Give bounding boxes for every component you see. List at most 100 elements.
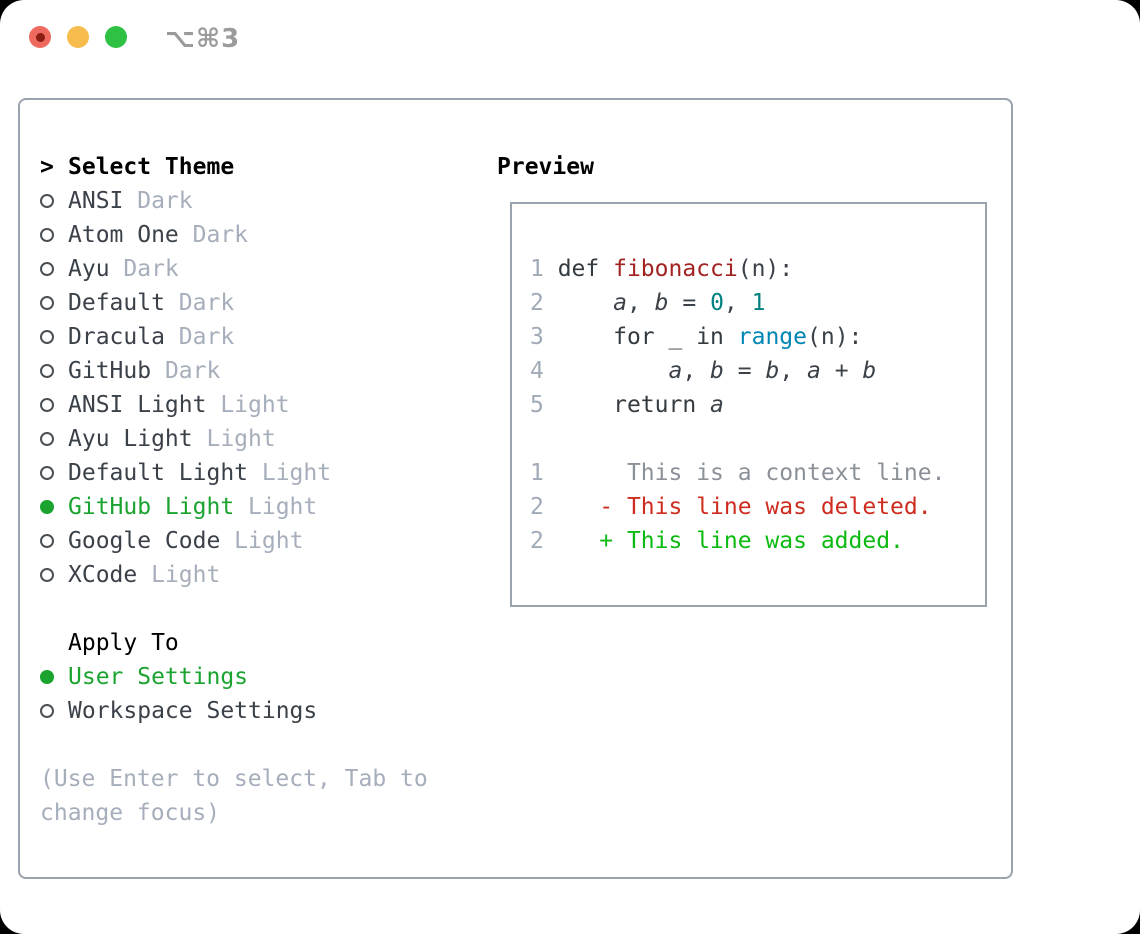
- radio-unselected-icon: [40, 432, 54, 446]
- theme-option-github[interactable]: GitHub Dark: [40, 354, 428, 388]
- line-number: 2: [530, 494, 544, 520]
- theme-option-default-light[interactable]: Default Light Light: [40, 456, 428, 490]
- theme-option-atom-one[interactable]: Atom One Dark: [40, 218, 428, 252]
- select-theme-header: > Select Theme: [40, 150, 428, 184]
- diff-gap: [544, 528, 599, 554]
- theme-option-ayu-light[interactable]: Ayu Light Light: [40, 422, 428, 456]
- radio-cell: [40, 500, 68, 514]
- apply-option-user-settings[interactable]: User Settings: [40, 660, 428, 694]
- code-token: [724, 324, 738, 350]
- theme-option-github-light[interactable]: GitHub Light Light: [40, 490, 428, 524]
- close-button[interactable]: [29, 26, 51, 48]
- radio-cell: [40, 432, 68, 446]
- code-token: in: [696, 324, 724, 350]
- code-token: b: [765, 358, 780, 384]
- option-label: Ayu Light: [68, 426, 193, 452]
- theme-option-google-code[interactable]: Google Code Light: [40, 524, 428, 558]
- line-number: 1: [530, 256, 558, 282]
- code-token: a: [613, 290, 627, 316]
- code-token: a: [710, 392, 724, 418]
- option-label: Atom One: [68, 222, 179, 248]
- radio-unselected-icon: [40, 534, 54, 548]
- radio-unselected-icon: [40, 568, 54, 582]
- radio-cell: [40, 228, 68, 242]
- hint-text-line-2: change focus): [40, 800, 221, 826]
- code-token: 1: [751, 290, 766, 316]
- code-token: [558, 290, 613, 316]
- theme-option-default[interactable]: Default Dark: [40, 286, 428, 320]
- diff-line-context: 1 This is a context line.: [530, 456, 985, 490]
- option-variant-label: Dark: [109, 256, 179, 282]
- radio-unselected-icon: [40, 364, 54, 378]
- code-token: b: [710, 358, 724, 384]
- radio-cell: [40, 194, 68, 208]
- code-token: (n):: [737, 256, 794, 282]
- option-label: Workspace Settings: [68, 698, 318, 724]
- option-label: ANSI: [68, 188, 124, 214]
- spacer: [40, 592, 428, 626]
- keyboard-shortcut-label: ⌥⌘3: [165, 24, 241, 54]
- option-label: Default Light: [68, 460, 249, 486]
- option-variant-label: Light: [248, 460, 332, 486]
- apply-option-workspace-settings[interactable]: Workspace Settings: [40, 694, 428, 728]
- record-dot-icon: [35, 32, 45, 42]
- theme-option-ansi[interactable]: ANSI Dark: [40, 184, 428, 218]
- theme-option-ansi-light[interactable]: ANSI Light Light: [40, 388, 428, 422]
- radio-cell: [40, 330, 68, 344]
- line-number: 3: [530, 324, 558, 350]
- option-variant-label: Light: [220, 528, 304, 554]
- blank-line: [530, 422, 985, 456]
- code-token: a: [668, 358, 683, 384]
- option-variant-label: Dark: [164, 290, 235, 316]
- diff-line-added: 2 + This line was added.: [530, 524, 985, 558]
- code-token: ,: [682, 358, 711, 384]
- code-line: 4 a, b = b, a + b: [530, 354, 985, 388]
- apply-to-header: Apply To: [40, 626, 428, 660]
- radio-cell: [40, 534, 68, 548]
- option-label: XCode: [68, 562, 138, 588]
- theme-option-xcode[interactable]: XCode Light: [40, 558, 428, 592]
- line-number: 5: [530, 392, 558, 418]
- theme-option-ayu[interactable]: Ayu Dark: [40, 252, 428, 286]
- code-token: a: [807, 358, 821, 384]
- code-token: range: [737, 324, 807, 350]
- diff-text: This line was deleted.: [626, 494, 932, 520]
- prompt-caret-icon: >: [40, 154, 54, 180]
- radio-cell: [40, 296, 68, 310]
- option-variant-label: Dark: [178, 222, 249, 248]
- radio-unselected-icon: [40, 262, 54, 276]
- radio-cell: [40, 568, 68, 582]
- theme-option-dracula[interactable]: Dracula Dark: [40, 320, 428, 354]
- zoom-button[interactable]: [105, 26, 127, 48]
- diff-text: This line was added.: [626, 528, 904, 554]
- diff-marker: [599, 460, 627, 486]
- radio-cell: [40, 364, 68, 378]
- diff-text: This is a context line.: [626, 460, 946, 486]
- minimize-button[interactable]: [67, 26, 89, 48]
- radio-unselected-icon: [40, 228, 54, 242]
- code-token: (n):: [807, 324, 863, 350]
- select-theme-title: Select Theme: [68, 154, 235, 180]
- code-token: ,: [779, 358, 808, 384]
- code-token: fibonacci: [613, 256, 738, 282]
- code-token: b: [862, 358, 877, 384]
- code-line: 2 a, b = 0, 1: [530, 286, 985, 320]
- code-token: +: [820, 358, 863, 384]
- diff-marker: +: [599, 528, 627, 554]
- line-number: 2: [530, 290, 558, 316]
- spacer: [40, 728, 428, 762]
- option-label: Dracula: [68, 324, 165, 350]
- radio-cell: [40, 466, 68, 480]
- radio-selected-icon: [40, 670, 54, 684]
- radio-unselected-icon: [40, 398, 54, 412]
- diff-gap: [544, 460, 599, 486]
- code-line: 5 return a: [530, 388, 985, 422]
- option-label: GitHub Light: [68, 494, 235, 520]
- code-token: ,: [723, 290, 752, 316]
- code-token: b: [654, 290, 669, 316]
- option-label: Default: [68, 290, 165, 316]
- hint-text-line-1: (Use Enter to select, Tab to: [40, 766, 428, 792]
